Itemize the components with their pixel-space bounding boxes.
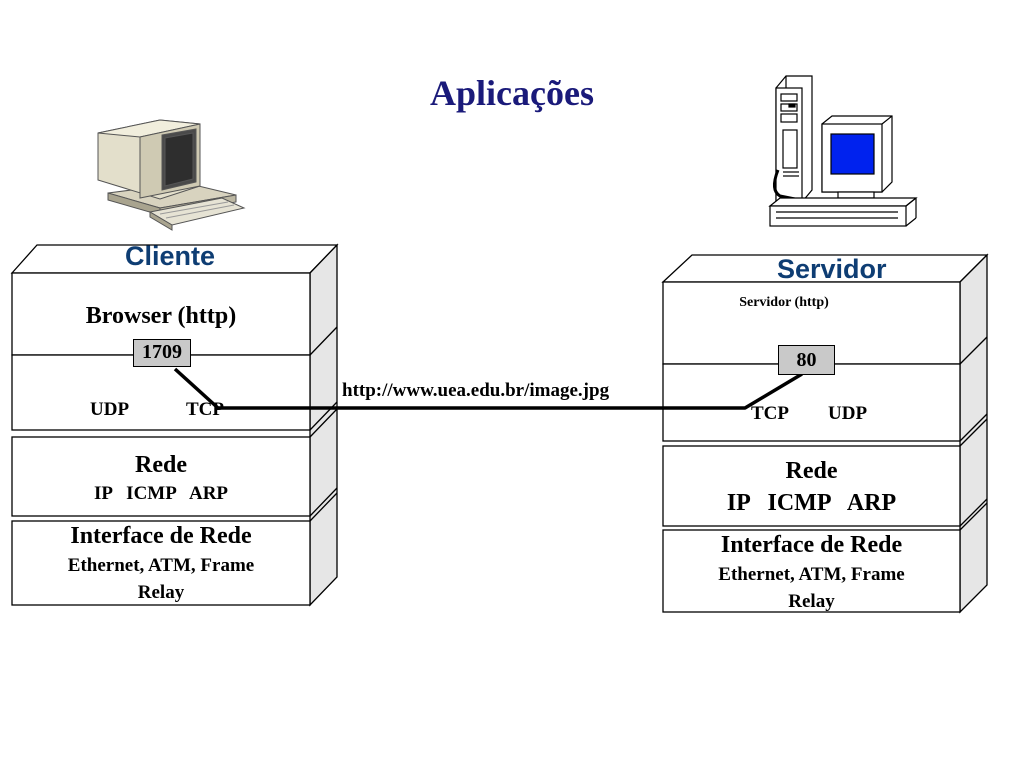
client-stack bbox=[10, 243, 339, 607]
desktop-computer-icon bbox=[97, 119, 246, 231]
client-port-box: 1709 bbox=[133, 339, 191, 367]
client-tcp-label: TCP bbox=[186, 399, 224, 420]
server-stack-side-face bbox=[959, 253, 988, 614]
server-interface-layer bbox=[662, 529, 961, 613]
client-interface-line1: Ethernet, ATM, Frame bbox=[67, 555, 255, 576]
server-tcp-label: TCP bbox=[751, 403, 789, 424]
server-transport-layer bbox=[662, 363, 961, 442]
client-network-protocols: IP ICMP ARP bbox=[93, 483, 229, 504]
client-network-title: Rede bbox=[135, 452, 187, 478]
client-title: Cliente bbox=[125, 241, 216, 271]
client-application-label: Browser (http) bbox=[85, 303, 237, 329]
connection-url-label: http://www.uea.edu.br/image.jpg bbox=[342, 380, 610, 401]
client-interface-layer bbox=[11, 520, 311, 606]
client-transport-layer bbox=[11, 354, 311, 431]
tower-server-icon bbox=[768, 75, 918, 227]
server-interface-title: Interface de Rede bbox=[720, 532, 903, 558]
server-port-box: 80 bbox=[778, 345, 835, 375]
server-udp-label: UDP bbox=[828, 403, 868, 424]
client-interface-line2: Relay bbox=[137, 582, 185, 603]
slide-title: Aplicações bbox=[430, 73, 594, 113]
connection-line bbox=[173, 367, 803, 410]
server-interface-line2: Relay bbox=[788, 591, 835, 612]
server-stack bbox=[661, 253, 989, 614]
server-title: Servidor bbox=[777, 254, 887, 284]
client-interface-title: Interface de Rede bbox=[70, 523, 252, 549]
server-network-title: Rede bbox=[785, 458, 838, 484]
server-network-layer bbox=[662, 445, 961, 527]
client-network-layer bbox=[11, 436, 311, 517]
server-network-protocols: IP ICMP ARP bbox=[726, 490, 897, 516]
server-interface-line1: Ethernet, ATM, Frame bbox=[718, 564, 905, 585]
server-application-label: Servidor (http) bbox=[739, 295, 829, 310]
client-udp-label: UDP bbox=[90, 399, 130, 420]
